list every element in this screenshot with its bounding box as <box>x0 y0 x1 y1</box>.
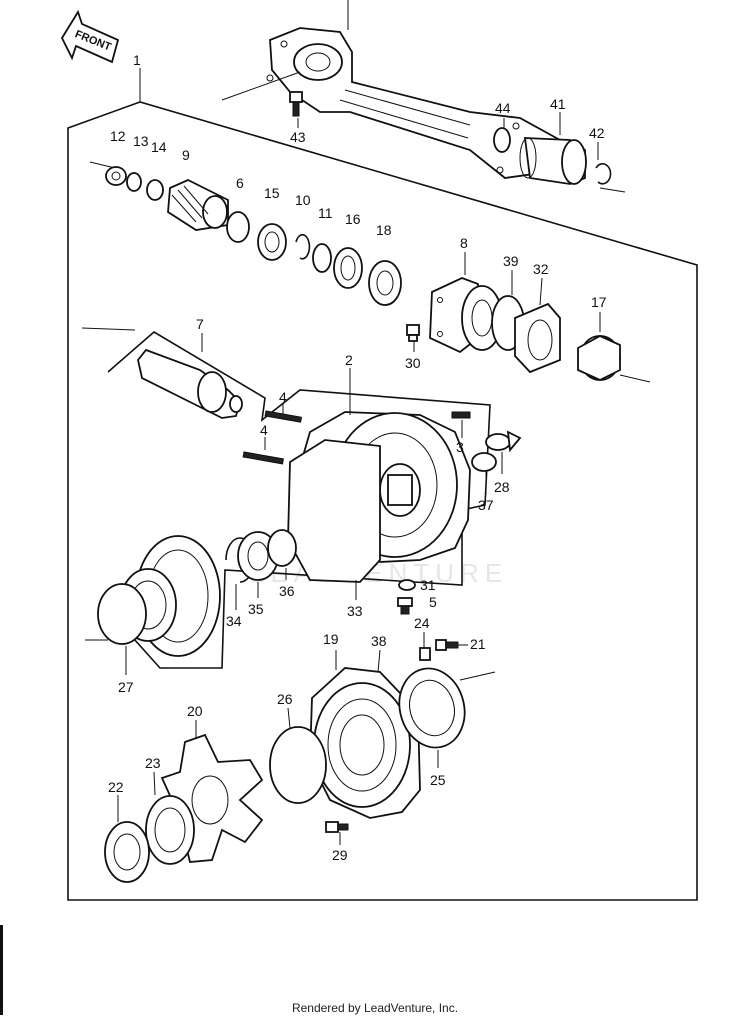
bolt-43 <box>289 91 303 117</box>
bearing-18 <box>368 260 402 306</box>
callout-31: 31 <box>420 577 436 593</box>
washer-14 <box>146 179 164 201</box>
callout-8: 8 <box>460 235 468 251</box>
seal-16 <box>333 247 363 289</box>
callout-43: 43 <box>290 129 306 145</box>
callout-35: 35 <box>248 601 264 617</box>
callout-12: 12 <box>110 128 126 144</box>
ring-11 <box>312 243 332 273</box>
callout-14: 14 <box>151 139 167 155</box>
callout-10: 10 <box>295 192 311 208</box>
callout-19: 19 <box>323 631 339 647</box>
leader-32 <box>539 277 543 306</box>
o-ring-37 <box>471 452 497 472</box>
ring-26 <box>269 726 327 804</box>
ring-36 <box>267 529 297 567</box>
callout-38: 38 <box>371 633 387 649</box>
callout-6: 6 <box>236 175 244 191</box>
left-edge-mark <box>0 925 3 1015</box>
callout-36: 36 <box>279 583 295 599</box>
gasket-32 <box>514 302 561 374</box>
callout-37: 37 <box>478 497 494 513</box>
callout-26: 26 <box>277 691 293 707</box>
bearing-17 <box>577 334 621 381</box>
callout-42: 42 <box>589 125 605 141</box>
bearing-housing-8 <box>429 277 503 354</box>
bolt-29 <box>325 821 349 833</box>
callout-32: 32 <box>533 261 549 277</box>
callout-21: 21 <box>470 636 486 652</box>
callout-3: 3 <box>456 439 464 455</box>
circlip-10 <box>295 233 311 260</box>
washer-13 <box>126 172 142 192</box>
callout-34: 34 <box>226 613 242 629</box>
gasket-33 <box>287 439 381 583</box>
callout-30: 30 <box>405 355 421 371</box>
callout-41: 41 <box>550 96 566 112</box>
plug-30 <box>406 324 420 342</box>
stud-3 <box>451 411 471 419</box>
callout-4a: 4 <box>279 389 287 405</box>
callout-29: 29 <box>332 847 348 863</box>
callout-16: 16 <box>345 211 361 227</box>
callout-22: 22 <box>108 779 124 795</box>
leader-26 <box>287 707 291 729</box>
breather-28 <box>485 430 522 453</box>
callout-33: 33 <box>347 603 363 619</box>
sleeve-41 <box>519 137 587 185</box>
callout-28: 28 <box>494 479 510 495</box>
assembly-outline <box>67 101 698 901</box>
callout-15: 15 <box>264 185 280 201</box>
sprocket-23 <box>145 795 195 865</box>
stud-4-lower <box>242 451 284 465</box>
axis-arrow-12 <box>89 161 116 169</box>
callout-9: 9 <box>182 147 190 163</box>
callout-7: 7 <box>196 316 204 332</box>
callout-13: 13 <box>133 133 149 149</box>
axis-arrow-42 <box>599 187 626 193</box>
callout-17: 17 <box>591 294 607 310</box>
bearing-15 <box>257 223 287 261</box>
shaft-group-bracket <box>107 331 491 669</box>
bolt-21 <box>435 639 459 651</box>
nut-12 <box>105 166 127 186</box>
front-arrow-badge: FRONT <box>60 9 120 64</box>
seal-25 <box>398 667 466 749</box>
o-ring-27 <box>97 583 147 645</box>
footer-credit: Rendered by LeadVenture, Inc. <box>291 1001 459 1015</box>
callout-39: 39 <box>503 253 519 269</box>
leader-23 <box>153 771 156 796</box>
nut-22 <box>104 821 150 883</box>
circlip-42 <box>595 163 612 185</box>
callout-18: 18 <box>376 222 392 238</box>
callout-27: 27 <box>118 679 134 695</box>
pinion-shaft-7 <box>137 348 243 419</box>
clip-24 <box>419 647 431 661</box>
callout-1: 1 <box>133 52 141 68</box>
bolt-5 <box>397 597 413 615</box>
leader-38 <box>377 649 381 673</box>
callout-44: 44 <box>495 100 511 116</box>
callout-11: 11 <box>318 205 333 221</box>
washer-31 <box>398 579 416 591</box>
callout-5: 5 <box>429 594 437 610</box>
callout-2: 2 <box>345 352 353 368</box>
callout-25: 25 <box>430 772 446 788</box>
axis-line-top <box>221 71 301 101</box>
driveshaft-housing <box>266 27 562 179</box>
axis-arrow-7 <box>81 327 136 331</box>
callout-23: 23 <box>145 755 161 771</box>
axis-arrow-25 <box>459 671 496 681</box>
callout-20: 20 <box>187 703 203 719</box>
shim-6 <box>226 211 250 243</box>
callout-40: 40 <box>340 0 356 3</box>
callout-4b: 4 <box>260 422 268 438</box>
stud-4-upper <box>264 410 303 423</box>
axis-arrow-17 <box>619 374 651 383</box>
pinion-gear-9 <box>167 179 229 231</box>
ring-44 <box>493 127 511 153</box>
callout-24: 24 <box>414 615 430 631</box>
